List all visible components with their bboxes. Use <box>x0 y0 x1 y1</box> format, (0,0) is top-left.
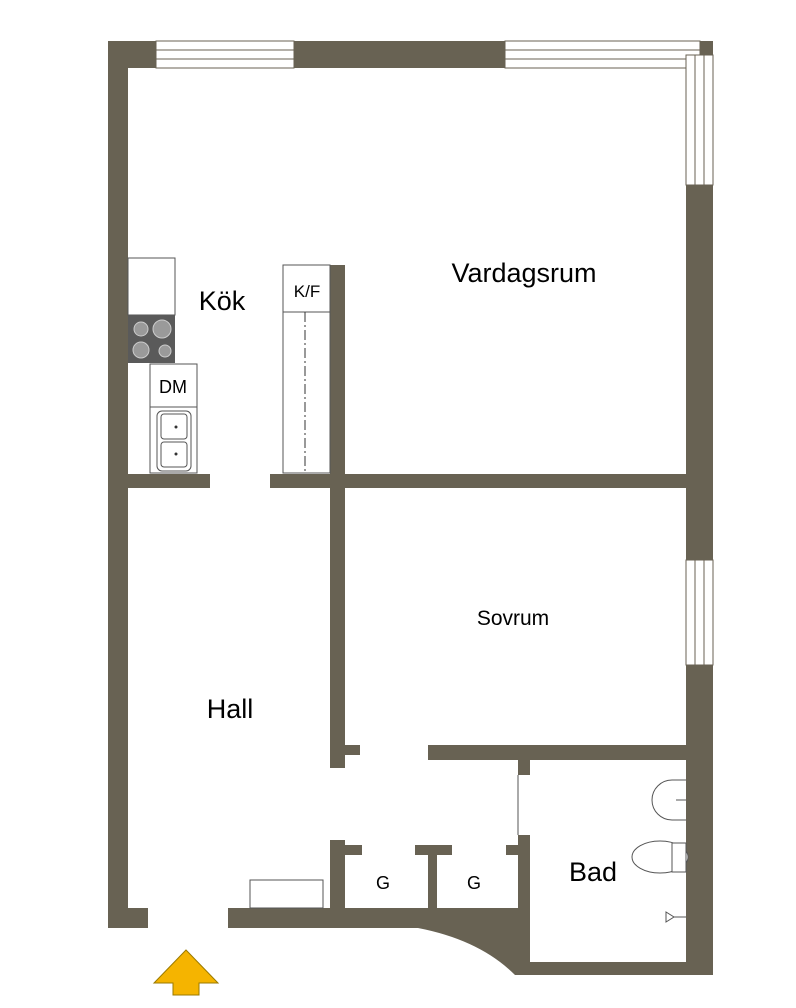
room-label-hall: Hall <box>207 694 254 724</box>
walls <box>108 41 713 975</box>
shower-icon <box>665 911 686 923</box>
stove-icon <box>128 315 175 363</box>
window-right-living <box>685 54 714 186</box>
room-label-living-room: Vardagsrum <box>451 258 596 288</box>
windows <box>155 40 714 835</box>
window-right-bedroom <box>685 559 714 666</box>
closet-stub-right <box>506 845 518 855</box>
room-label-bathroom: Bad <box>569 857 617 887</box>
bottom-wall-left <box>108 908 148 928</box>
closet-wall-left <box>330 840 345 908</box>
hall-divider-wall <box>330 265 345 768</box>
living-bedroom-wall <box>270 474 686 488</box>
toilet-icon <box>631 840 689 874</box>
fridge-freezer-label: K/F <box>294 282 320 301</box>
kitchen-wall-left <box>128 474 210 488</box>
washbasin-icon <box>651 779 686 821</box>
right-wall <box>686 41 713 975</box>
left-wall <box>108 41 128 928</box>
room-label-kitchen: Kök <box>199 286 246 316</box>
closet-divider-top <box>415 845 452 855</box>
curved-wall <box>418 908 530 975</box>
bath-bottom-wall <box>518 962 713 975</box>
bedroom-bath-wall <box>428 745 686 760</box>
bath-wall-stub <box>518 760 530 775</box>
wall-stub <box>345 745 360 755</box>
window-top-left <box>155 40 295 69</box>
arrow-up-icon <box>152 949 220 996</box>
room-label-bedroom: Sovrum <box>477 607 549 630</box>
hall-shelf <box>249 879 324 909</box>
sink-icon <box>149 406 198 474</box>
window-top-right <box>504 40 701 69</box>
room-label-closet-2: G <box>467 873 481 893</box>
fridge-freezer <box>282 264 331 474</box>
room-label-closet-1: G <box>376 873 390 893</box>
closet-stub-left <box>345 845 362 855</box>
closet-divider <box>428 845 437 908</box>
dishwasher-label: DM <box>159 377 187 397</box>
kitchen-counter <box>127 257 176 316</box>
